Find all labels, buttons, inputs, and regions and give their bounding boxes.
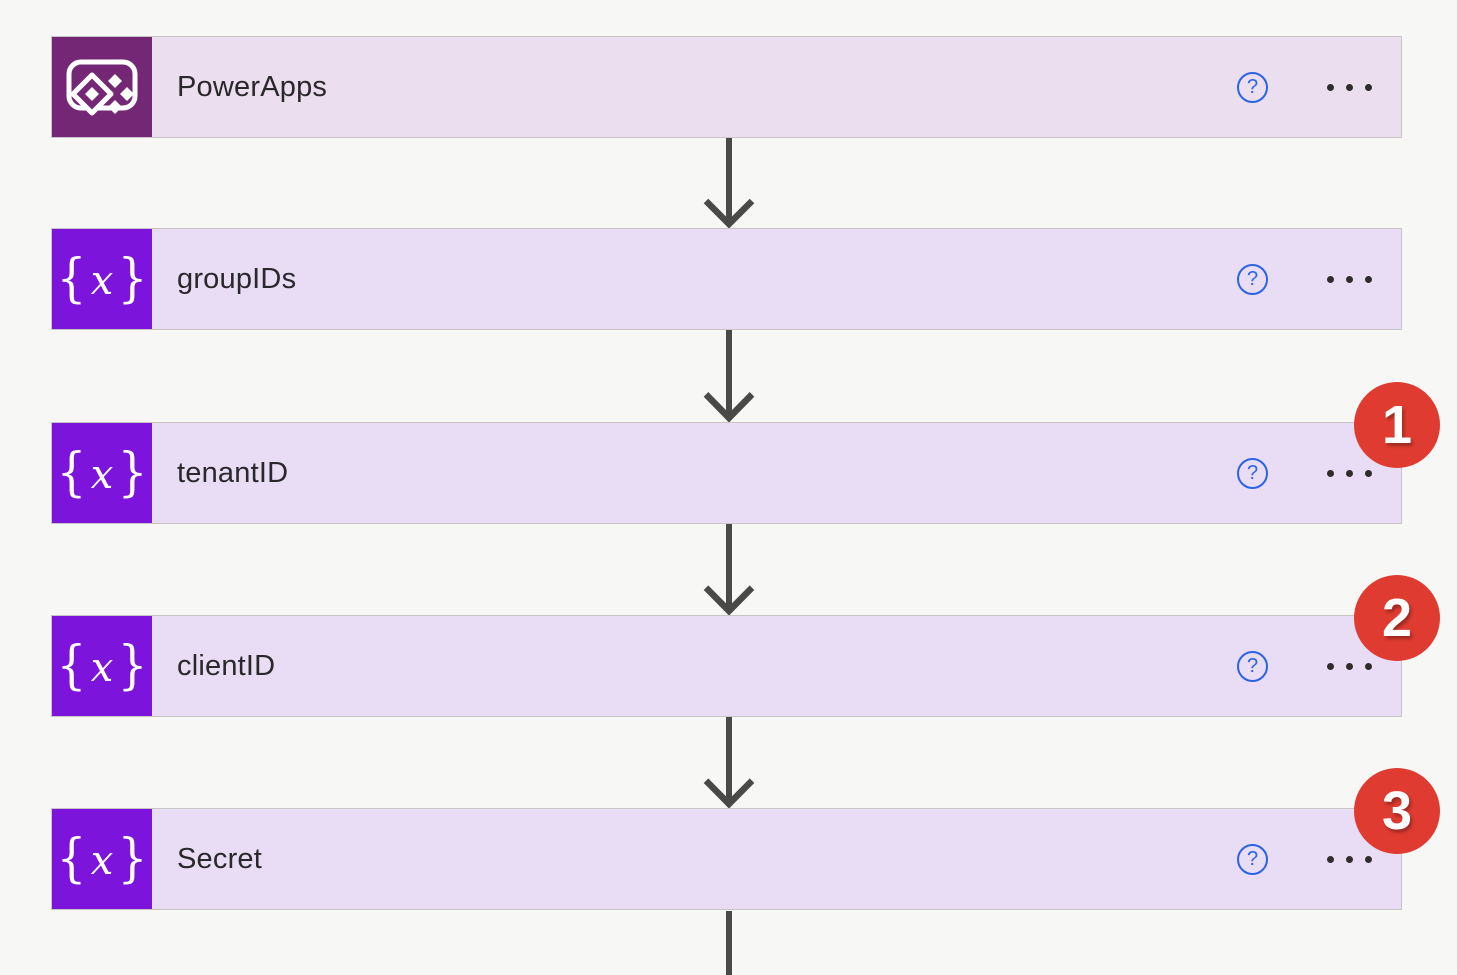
ellipsis-dot (1327, 855, 1334, 863)
annotation-badge: 3 (1354, 768, 1440, 854)
brace-open: { (56, 829, 87, 889)
italic-x: x (90, 258, 114, 304)
ellipsis-dot (1346, 83, 1353, 91)
annotation-badge: 2 (1354, 575, 1440, 661)
flow-connector-arrow (699, 138, 759, 228)
step-title: Secret (177, 842, 263, 875)
ellipsis-dot (1365, 83, 1372, 91)
ellipsis-dot (1346, 662, 1353, 670)
brace-open: { (56, 636, 87, 696)
ellipsis-dot (1365, 662, 1372, 670)
ellipsis-menu-icon[interactable] (1325, 268, 1374, 291)
variable-function-icon: { x } (52, 809, 152, 909)
help-icon[interactable]: ? (1237, 71, 1268, 103)
flow-connector-arrow (699, 330, 759, 422)
help-icon[interactable]: ? (1237, 843, 1268, 875)
brace-close: } (117, 249, 148, 309)
brace-close: } (117, 829, 148, 889)
flow-connector-line (726, 911, 732, 975)
ellipsis-menu-icon[interactable] (1325, 848, 1374, 871)
ellipsis-dot (1327, 469, 1334, 477)
step-title: clientID (177, 649, 276, 682)
ellipsis-menu-icon[interactable] (1325, 655, 1374, 678)
ellipsis-menu-icon[interactable] (1325, 462, 1374, 485)
ellipsis-dot (1365, 275, 1372, 283)
brace-open: { (56, 249, 87, 309)
ellipsis-dot (1327, 662, 1334, 670)
ellipsis-dot (1365, 855, 1372, 863)
brace-close: } (117, 443, 148, 503)
brace-open: { (56, 443, 87, 503)
flow-connector-arrow (699, 717, 759, 808)
help-icon[interactable]: ? (1237, 650, 1268, 682)
variable-function-icon: { x } (52, 423, 152, 523)
ellipsis-dot (1327, 275, 1334, 283)
flow-step-groupids[interactable]: { x } groupIDs ? (51, 228, 1402, 330)
step-title: PowerApps (177, 70, 328, 103)
flow-step-secret[interactable]: { x } Secret ? 3 (51, 768, 1440, 910)
ellipsis-dot (1365, 469, 1372, 477)
help-icon[interactable]: ? (1237, 263, 1268, 295)
italic-x: x (90, 452, 114, 498)
annotation-badge: 1 (1354, 382, 1440, 468)
ellipsis-dot (1346, 275, 1353, 283)
flow-step-clientid[interactable]: { x } clientID ? 2 (51, 575, 1440, 717)
flow-step-tenantid[interactable]: { x } tenantID ? 1 (51, 382, 1440, 524)
flow-connector-arrow (699, 524, 759, 615)
variable-function-icon: { x } (52, 229, 152, 329)
ellipsis-dot (1327, 83, 1334, 91)
step-title: groupIDs (177, 262, 297, 295)
italic-x: x (90, 645, 114, 691)
brace-close: } (117, 636, 148, 696)
italic-x: x (90, 838, 114, 884)
powerapps-icon (52, 37, 152, 137)
step-title: tenantID (177, 456, 289, 489)
flow-step-powerapps[interactable]: PowerApps ? (51, 36, 1402, 138)
variable-function-icon: { x } (52, 616, 152, 716)
ellipsis-dot (1346, 855, 1353, 863)
ellipsis-dot (1346, 469, 1353, 477)
help-icon[interactable]: ? (1237, 457, 1268, 489)
ellipsis-menu-icon[interactable] (1325, 76, 1374, 99)
